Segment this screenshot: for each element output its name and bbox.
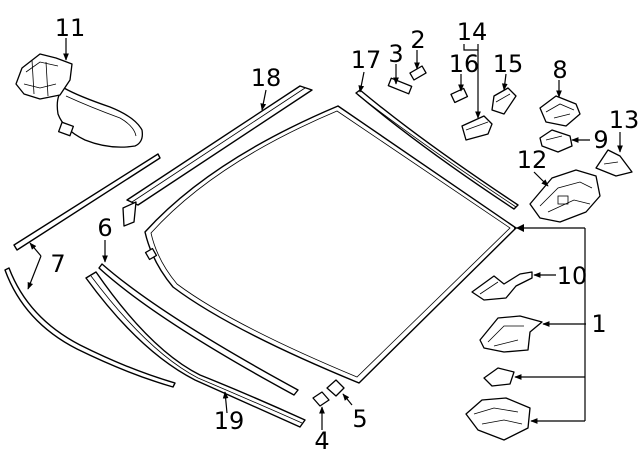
upper-molding-left [122,85,313,227]
bracket-14 [461,115,493,141]
sensor-bracket-10 [471,271,533,301]
rear-view-mirror [15,53,143,148]
clip-3 [387,77,413,95]
side-molding-lower [4,267,176,388]
callout-13: 13 [609,106,640,134]
callout-3: 3 [388,40,403,68]
callout-12: 12 [517,146,548,174]
side-molding-upper [13,153,161,251]
bracket-15 [491,87,517,115]
callout-19: 19 [214,407,245,435]
clip-4 [312,391,330,407]
a-pillar-molding [98,263,299,396]
callout-7: 7 [50,250,65,278]
callout-11: 11 [55,14,86,42]
callout-8: 8 [552,56,567,84]
callout-6: 6 [97,214,112,242]
windshield-glass [144,105,517,384]
callout-14: 14 [457,18,488,46]
pillar-trim [85,271,306,428]
callout-15: 15 [493,50,524,78]
clip-5 [326,379,345,397]
callout-1: 1 [591,310,606,338]
bracket-13 [595,149,633,177]
leader-lines [27,38,623,430]
callout-labels: 11 2 14 3 17 16 15 8 18 13 9 12 6 7 10 1… [50,14,639,455]
callout-5: 5 [352,405,367,433]
sensor-housing [529,169,601,223]
upper-molding-right [355,89,519,210]
mount-1a [479,315,543,353]
clip-16 [450,87,469,104]
callout-2: 2 [410,26,425,54]
callout-4: 4 [314,427,329,455]
callout-18: 18 [251,64,282,92]
callout-16: 16 [449,50,480,78]
callout-10: 10 [557,262,588,290]
callout-9: 9 [593,126,608,154]
sensor-bracket-8 [539,95,581,127]
mount-1c [465,397,531,441]
mount-1b [483,367,515,387]
clip-2 [409,65,427,81]
bracket-9 [539,129,573,153]
callout-17: 17 [351,46,382,74]
